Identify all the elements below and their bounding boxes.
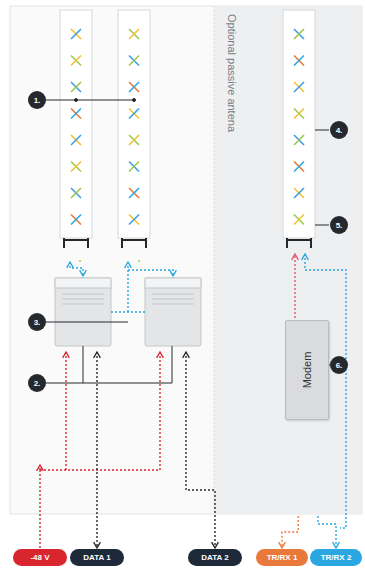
- callout-number: 2.: [28, 374, 46, 392]
- antenna-panel: [118, 10, 150, 238]
- modem-label: Modem: [301, 352, 313, 389]
- callout-number: 3.: [28, 313, 46, 331]
- region-divider: [214, 6, 215, 514]
- data-cable: [97, 352, 215, 548]
- callout-number: 4.: [330, 121, 348, 139]
- callout-number: 5.: [330, 216, 348, 234]
- region-label: Optional passive antena: [226, 14, 238, 132]
- modem-box: Modem: [285, 320, 329, 420]
- signal-name: DATA 1: [83, 553, 110, 562]
- optional-region: [214, 6, 362, 514]
- power-pill: -48 V: [13, 549, 67, 566]
- antenna-panel: [283, 10, 315, 238]
- rf-cable: [70, 258, 173, 312]
- data-pill: DATA 2: [188, 549, 242, 566]
- radio-unit: [145, 278, 201, 346]
- callout-number: 1.: [28, 91, 46, 109]
- antenna-port: [64, 238, 88, 248]
- radio-unit: [55, 278, 111, 346]
- signal-name: DATA 2: [201, 553, 228, 562]
- antenna-port: [122, 238, 146, 248]
- data-pill: DATA 1: [70, 549, 124, 566]
- signal-name: -48 V: [30, 553, 49, 562]
- trrx-pill: TR/RX 2: [310, 549, 362, 566]
- signal-name: TR/RX 1: [267, 553, 298, 562]
- antenna-panel: [60, 10, 92, 238]
- signal-name: TR/RX 2: [321, 553, 352, 562]
- power-cable: [40, 352, 160, 548]
- antenna-group: [60, 10, 315, 248]
- callout-number: 6.: [330, 356, 348, 374]
- antenna-port: [287, 238, 311, 248]
- trrx-pill: TR/RX 1: [256, 549, 308, 566]
